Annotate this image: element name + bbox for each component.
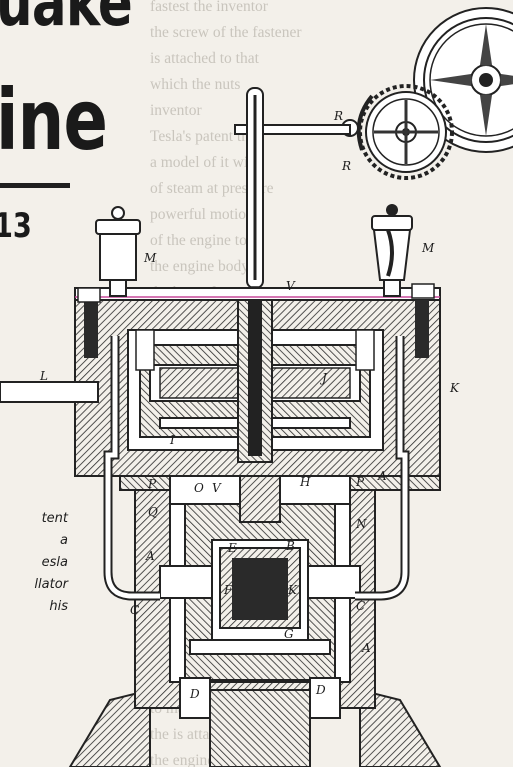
- caption-line: esla: [41, 555, 68, 570]
- bg-line: the engine body: [150, 258, 250, 275]
- bg-line: of steam at pressure: [150, 180, 274, 197]
- gear-large: [413, 7, 513, 153]
- headline-line-2: ine: [0, 71, 108, 169]
- label-R-bottom: R: [341, 159, 351, 173]
- label-C-right: C: [356, 599, 365, 613]
- label-K-inner: K: [287, 583, 298, 597]
- label-M-left: M: [143, 251, 157, 265]
- label-G: G: [284, 627, 294, 641]
- headline-line-1: uake: [0, 0, 133, 41]
- bg-line: the screw of the fastener: [150, 24, 302, 41]
- label-D-right: D: [315, 683, 326, 697]
- label-K-right: K: [449, 381, 460, 395]
- escapement-arm: [234, 94, 374, 151]
- bg-line: powerful motion: [150, 206, 254, 223]
- label-E: E: [227, 541, 237, 555]
- bg-line: inventor: [150, 102, 202, 119]
- label-D-left: D: [189, 687, 200, 701]
- label-C-left: C: [130, 603, 139, 617]
- oil-cup-right: [371, 204, 413, 297]
- label-A-right-small: A: [377, 469, 387, 483]
- label-P-left: P: [147, 477, 157, 491]
- inlet-pipe: [0, 381, 99, 403]
- label-H: H: [299, 475, 311, 489]
- label-P-right: P: [355, 475, 365, 489]
- gear-small: [358, 84, 454, 180]
- figure-caption: tent a esla llator his: [6, 508, 68, 618]
- bg-line: of the engine to: [150, 232, 247, 249]
- bg-line: fastest the inventor: [150, 0, 268, 15]
- label-O: O: [194, 481, 204, 495]
- label-V-top: V: [286, 279, 296, 293]
- caption-line: llator: [34, 577, 68, 592]
- label-J: J: [319, 371, 328, 385]
- label-F: F: [223, 583, 233, 597]
- bg-line: a model of it with: [150, 154, 261, 171]
- oil-cup-left: [95, 206, 141, 297]
- issue-number: 13: [0, 206, 32, 246]
- bg-line: Tesla's patent the: [150, 128, 256, 145]
- label-A-lower-right: A: [361, 641, 371, 655]
- label-I: I: [169, 433, 175, 447]
- label-N: N: [355, 517, 367, 531]
- bg-line: which the nuts: [150, 76, 241, 93]
- label-Q: Q: [148, 505, 158, 519]
- label-B: B: [285, 539, 295, 553]
- label-M-right: M: [421, 241, 435, 255]
- caption-line: tent: [41, 511, 68, 526]
- bg-line: the engine: [150, 752, 215, 767]
- label-R-top: R: [333, 109, 343, 123]
- label-L: L: [39, 369, 48, 383]
- label-A-left: A: [145, 549, 155, 563]
- bg-line: is attached to that: [150, 50, 259, 67]
- label-V-mid: V: [212, 481, 222, 495]
- caption-line: a: [60, 533, 68, 548]
- headline-rule: [0, 183, 70, 188]
- caption-line: his: [49, 599, 68, 614]
